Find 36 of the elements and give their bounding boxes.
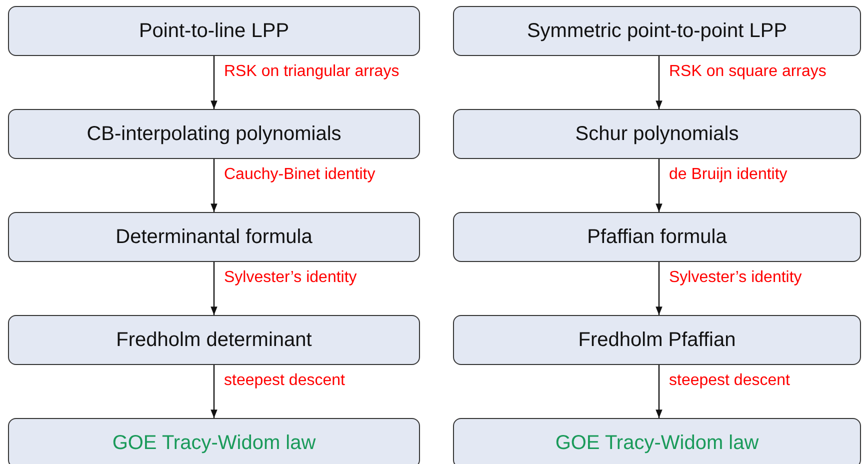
process-box <box>8 315 420 365</box>
box-text: Determinantal formula <box>116 226 312 248</box>
edge-label: RSK on triangular arrays <box>223 62 400 80</box>
process-box <box>453 315 861 365</box>
box-text: GOE Tracy-Widom law <box>112 432 316 454</box>
edge-label: RSK on square arrays <box>668 62 828 80</box>
box-text: GOE Tracy-Widom law <box>555 432 759 454</box>
edge-label: steepest descent <box>668 372 791 390</box>
process-box <box>8 109 420 159</box>
box-text: Schur polynomials <box>575 122 739 146</box>
arrow <box>210 56 218 109</box>
process-box <box>453 109 861 159</box>
edge-label: Sylvester’s identity <box>668 268 803 286</box>
box-text: Fredholm Pfaffian <box>578 328 736 352</box>
arrow <box>210 365 218 418</box>
box-text: Pfaffian formula <box>587 226 727 248</box>
box-text: Fredholm determinant <box>116 328 312 352</box>
arrow <box>656 365 662 418</box>
arrow <box>210 159 218 212</box>
edge-label: Sylvester’s identity <box>223 268 358 286</box>
arrow <box>656 56 662 109</box>
process-box <box>8 6 420 56</box>
edge-label: de Bruijn identity <box>668 166 788 184</box>
process-box <box>453 212 861 262</box>
process-box <box>8 212 420 262</box>
box-text: Symmetric point-to-point LPP <box>526 20 788 42</box>
box-text: CB-interpolating polynomials <box>86 122 342 146</box>
arrow <box>210 262 218 315</box>
edge-label: steepest descent <box>223 372 346 390</box>
box-text: Point-to-line LPP <box>138 20 290 42</box>
process-box <box>453 6 861 56</box>
arrow <box>656 262 662 315</box>
arrow <box>656 159 662 212</box>
edge-label: Cauchy-Binet identity <box>223 166 376 184</box>
process-box <box>453 418 861 464</box>
process-box <box>8 418 420 464</box>
